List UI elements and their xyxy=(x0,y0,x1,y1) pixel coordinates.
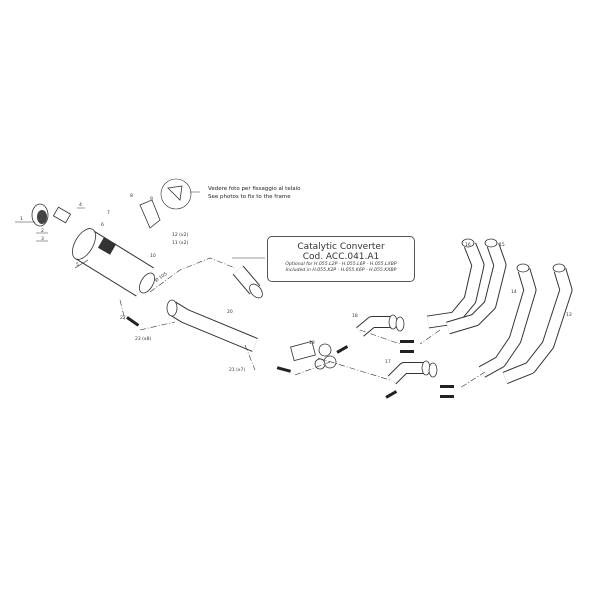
label-14: 14 xyxy=(511,289,517,295)
label-15: 15 xyxy=(499,242,505,248)
catalytic-converter-part xyxy=(232,265,263,299)
label-6: 6 xyxy=(101,222,104,228)
label-8: 8 xyxy=(130,193,133,199)
label-7: 7 xyxy=(107,210,110,216)
label-20: 20 xyxy=(227,309,233,315)
callout-optional: Optional for H.055.L2P - H.055.L6P - H.0… xyxy=(285,262,397,267)
springs xyxy=(126,316,454,399)
label-17: 17 xyxy=(385,359,391,365)
callout-title: Catalytic Converter xyxy=(297,242,385,252)
label-12: 12 (x2) xyxy=(172,232,188,238)
label-18: 18 xyxy=(352,313,358,319)
label-10: 10 xyxy=(150,253,156,259)
link-pipe-20 xyxy=(166,299,258,352)
catalytic-converter-callout: Catalytic Converter Cod. ACC.041.A1 Opti… xyxy=(267,236,415,282)
sleeve-4 xyxy=(52,206,72,224)
label-23: 23 (x8) xyxy=(135,336,151,342)
label-5: 5 xyxy=(76,262,79,268)
callout-code: Cod. ACC.041.A1 xyxy=(302,252,380,262)
header-pipe-15 xyxy=(446,238,507,335)
silencer-5 xyxy=(72,228,155,297)
label-3: 3 xyxy=(41,236,44,242)
callout-included: Included in H.055.K2P - H.055.K6P - H.05… xyxy=(285,268,397,273)
frame-note-it: Vedere foto per fissaggio al telaio xyxy=(208,186,301,192)
label-11: 11 (x2) xyxy=(172,240,188,246)
junction-19 xyxy=(290,340,337,370)
header-pipe-16 xyxy=(427,238,485,329)
label-2: 2 xyxy=(41,228,44,234)
label-19: 19 xyxy=(309,340,315,346)
frame-note-en: See photos to fix to the frame xyxy=(208,194,291,200)
label-1: 1 xyxy=(20,216,23,222)
label-22: 22 xyxy=(120,315,126,321)
header-pipe-13 xyxy=(502,263,573,385)
collector-17 xyxy=(387,360,438,385)
label-4: 4 xyxy=(79,202,82,208)
label-16: 16 xyxy=(465,242,471,248)
end-cap-mesh xyxy=(37,210,47,224)
label-13: 13 xyxy=(566,312,572,318)
bracket-8-9 xyxy=(139,178,192,229)
label-9: 9 xyxy=(150,196,153,202)
collector-18 xyxy=(356,314,405,337)
diameter-label: Ø 105 xyxy=(153,270,168,284)
header-pipe-14 xyxy=(478,263,537,378)
label-21: 21 (x7) xyxy=(229,367,245,373)
